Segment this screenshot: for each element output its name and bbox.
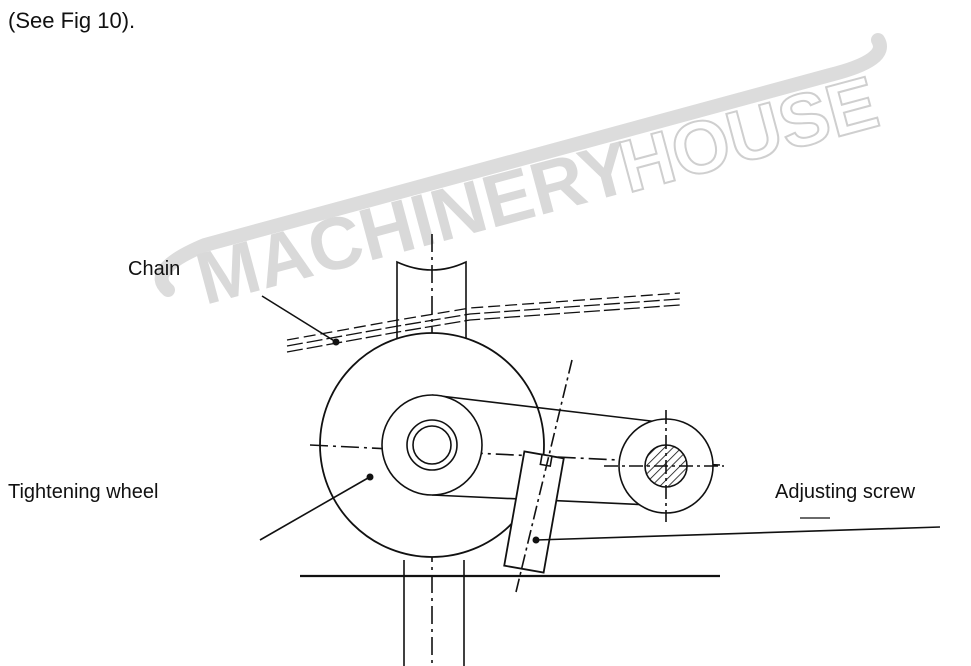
lower-shaft <box>403 560 465 666</box>
leader-dots <box>332 338 540 544</box>
chain-lines <box>286 292 681 353</box>
chain-leader <box>261 295 337 343</box>
chain-label: Chain <box>128 258 180 280</box>
mechanism-drawing <box>259 234 941 666</box>
wheel-hub <box>381 394 483 496</box>
screw-leader <box>535 526 941 541</box>
screw-centre-line <box>515 359 573 593</box>
adjusting-screw-label: Adjusting screw <box>775 481 916 503</box>
tightening-wheel-label: Tightening wheel <box>8 481 158 503</box>
figure-caption: (See Fig 10). <box>8 8 135 33</box>
watermark-outline-text: HOUSE <box>611 60 887 208</box>
wheel-leader <box>259 477 369 541</box>
hub-bore-inner <box>412 425 452 465</box>
watermark-bold-text: MACHINERY <box>188 125 640 320</box>
hub-bore-outer <box>406 419 458 471</box>
watermark-logo: MACHINERY HOUSE <box>154 33 887 320</box>
